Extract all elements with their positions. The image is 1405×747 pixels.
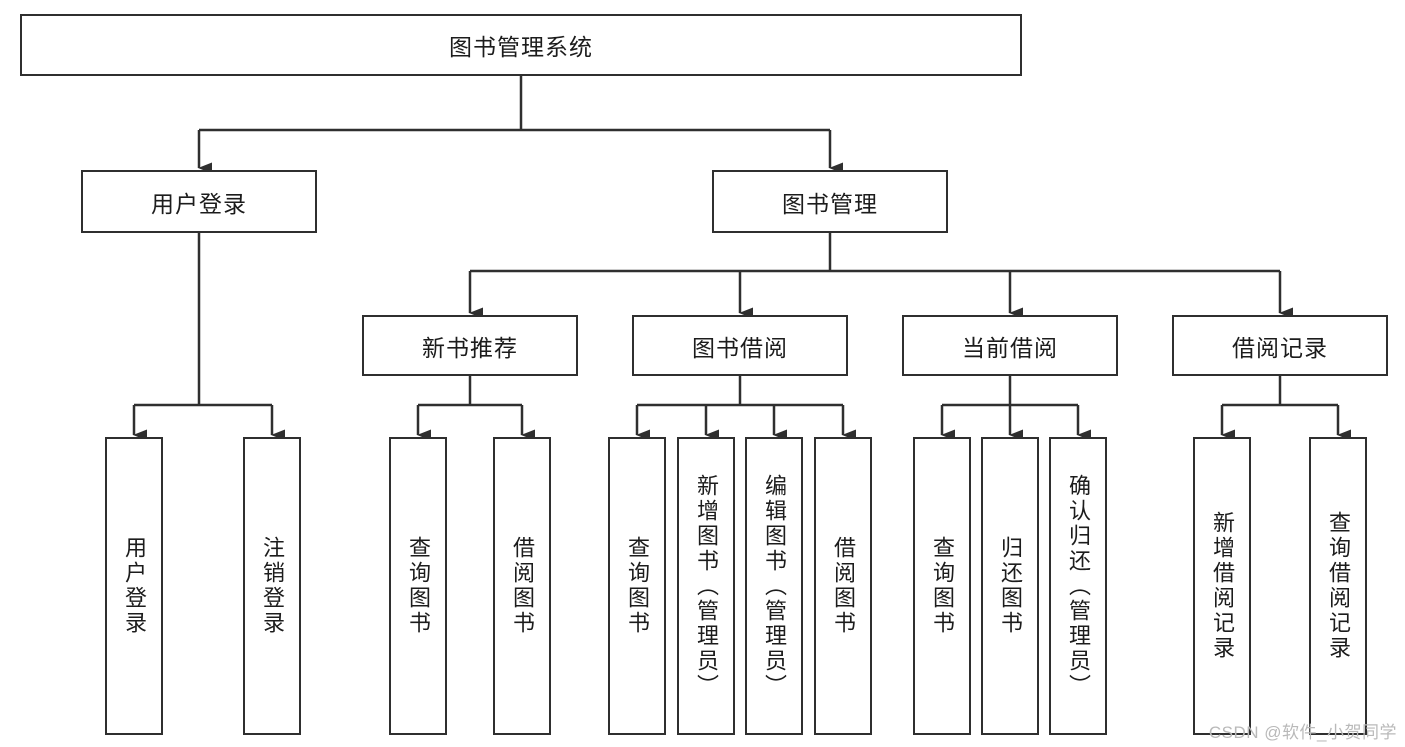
leaf-query-book-1[interactable]: 查询图书	[389, 437, 447, 735]
node-borrow-record-label: 借阅记录	[1232, 334, 1328, 361]
leaf-query-book-2[interactable]: 查询图书	[608, 437, 666, 735]
leaf-logout[interactable]: 注销登录	[243, 437, 301, 735]
leaf-add-record-label: 新增借阅记录	[1210, 511, 1235, 661]
node-new-book-rec[interactable]: 新书推荐	[362, 315, 578, 376]
leaf-borrow-book-2-label: 借阅图书	[831, 536, 856, 636]
leaf-borrow-book-2[interactable]: 借阅图书	[814, 437, 872, 735]
leaf-query-record-label: 查询借阅记录	[1326, 511, 1351, 661]
node-user-login-label: 用户登录	[151, 190, 247, 217]
leaf-borrow-book-1[interactable]: 借阅图书	[493, 437, 551, 735]
node-book-manage[interactable]: 图书管理	[712, 170, 948, 233]
node-root[interactable]: 图书管理系统	[20, 14, 1022, 76]
leaf-return-book-label: 归还图书	[998, 536, 1023, 636]
leaf-query-book-2-label: 查询图书	[625, 536, 650, 636]
leaf-query-book-3[interactable]: 查询图书	[913, 437, 971, 735]
csdn-watermark: CSDN @软件_小贺同学	[1208, 723, 1397, 742]
leaf-edit-book-label: 编辑图书（管理员）	[762, 473, 787, 699]
leaf-query-book-1-label: 查询图书	[406, 536, 431, 636]
leaf-edit-book[interactable]: 编辑图书（管理员）	[745, 437, 803, 735]
node-book-borrow[interactable]: 图书借阅	[632, 315, 848, 376]
leaf-user-login-label: 用户登录	[122, 536, 147, 636]
leaf-logout-label: 注销登录	[260, 536, 285, 636]
leaf-borrow-book-1-label: 借阅图书	[510, 536, 535, 636]
node-borrow-record[interactable]: 借阅记录	[1172, 315, 1388, 376]
leaf-add-book[interactable]: 新增图书（管理员）	[677, 437, 735, 735]
leaf-add-book-label: 新增图书（管理员）	[694, 473, 719, 699]
leaf-query-book-3-label: 查询图书	[930, 536, 955, 636]
node-user-login[interactable]: 用户登录	[81, 170, 317, 233]
node-current-borrow-label: 当前借阅	[962, 334, 1058, 361]
leaf-return-book[interactable]: 归还图书	[981, 437, 1039, 735]
leaf-confirm-return[interactable]: 确认归还（管理员）	[1049, 437, 1107, 735]
node-book-manage-label: 图书管理	[782, 190, 878, 217]
node-root-label: 图书管理系统	[449, 34, 593, 60]
node-current-borrow[interactable]: 当前借阅	[902, 315, 1118, 376]
node-book-borrow-label: 图书借阅	[692, 334, 788, 361]
leaf-user-login[interactable]: 用户登录	[105, 437, 163, 735]
leaf-confirm-return-label: 确认归还（管理员）	[1066, 473, 1091, 699]
leaf-add-record[interactable]: 新增借阅记录	[1193, 437, 1251, 735]
leaf-query-record[interactable]: 查询借阅记录	[1309, 437, 1367, 735]
node-new-book-rec-label: 新书推荐	[422, 334, 518, 361]
